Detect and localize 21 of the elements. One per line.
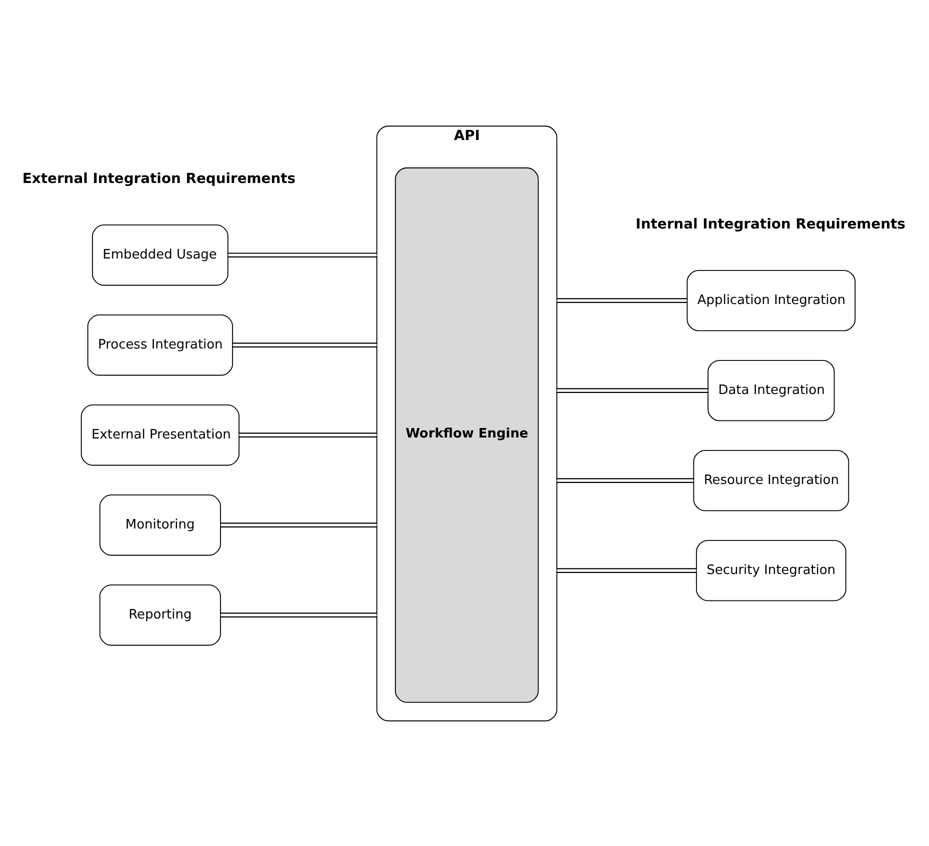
node-box: Security Integration [696,539,846,601]
node-box: Reporting [99,584,221,646]
connector [239,432,377,438]
node-box: Process Integration [87,314,233,376]
node-box: Workflow Engine [394,166,539,702]
connector [228,252,377,258]
connector [220,522,377,527]
node-box: Data Integration [708,359,835,421]
connector [556,388,708,392]
connector [220,612,377,617]
node-box: Embedded Usage [92,224,228,286]
label: Internal Integration Requirements [636,216,906,232]
connector [556,568,696,572]
node-box: External Presentation [80,404,240,466]
connector [556,478,694,482]
node-box: Application Integration [686,269,856,331]
label: External Integration Requirements [22,170,296,187]
connector [556,298,687,302]
node-box: Monitoring [99,494,221,556]
node-box: Resource Integration [693,449,850,511]
connector [232,342,377,348]
